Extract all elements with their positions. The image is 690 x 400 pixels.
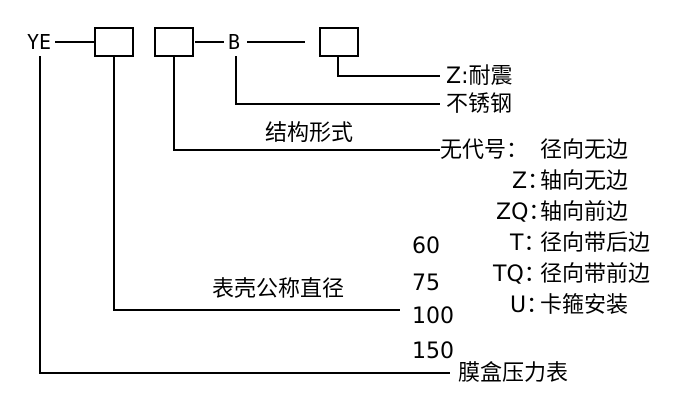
structure-item-desc: 径向无边: [540, 138, 628, 163]
product-name: 膜盒压力表: [458, 361, 568, 386]
leader-line-seismic: [337, 57, 440, 77]
option-code-box: [319, 27, 359, 57]
structure-item-code: TQ：: [492, 262, 546, 287]
diameter-value: 60: [412, 234, 440, 259]
diameter-heading: 表壳公称直径: [212, 277, 344, 302]
structure-item-desc: 轴向无边: [540, 169, 628, 194]
leader-line-structure: [173, 57, 440, 151]
diameter-code-box: [94, 27, 134, 57]
structure-item-code: U：: [510, 293, 548, 318]
structure-item-code: 无代号：: [440, 138, 528, 163]
diameter-value: 100: [412, 304, 454, 329]
diameter-value: 150: [412, 339, 454, 364]
structure-item-code: ZQ：: [496, 200, 550, 225]
structure-heading: 结构形式: [265, 121, 353, 146]
structure-item-desc: 径向带后边: [540, 231, 650, 256]
structure-item-desc: 轴向前边: [540, 200, 628, 225]
structure-item-desc: 径向带前边: [540, 262, 650, 287]
option-seismic: Z:耐震: [446, 64, 512, 89]
option-stainless: 不锈钢: [446, 92, 512, 117]
structure-item-code: T：: [509, 231, 545, 256]
structure-item-code: Z：: [512, 169, 549, 194]
model-prefix: YE: [27, 30, 51, 54]
diameter-value: 75: [412, 271, 440, 296]
leader-line-product: [39, 56, 450, 374]
model-separator-letter: B: [228, 30, 240, 54]
leader-line-stainless: [235, 56, 440, 105]
structure-code-box: [154, 27, 194, 57]
leader-line-diameter: [113, 57, 400, 311]
structure-item-desc: 卡箍安装: [540, 293, 628, 318]
